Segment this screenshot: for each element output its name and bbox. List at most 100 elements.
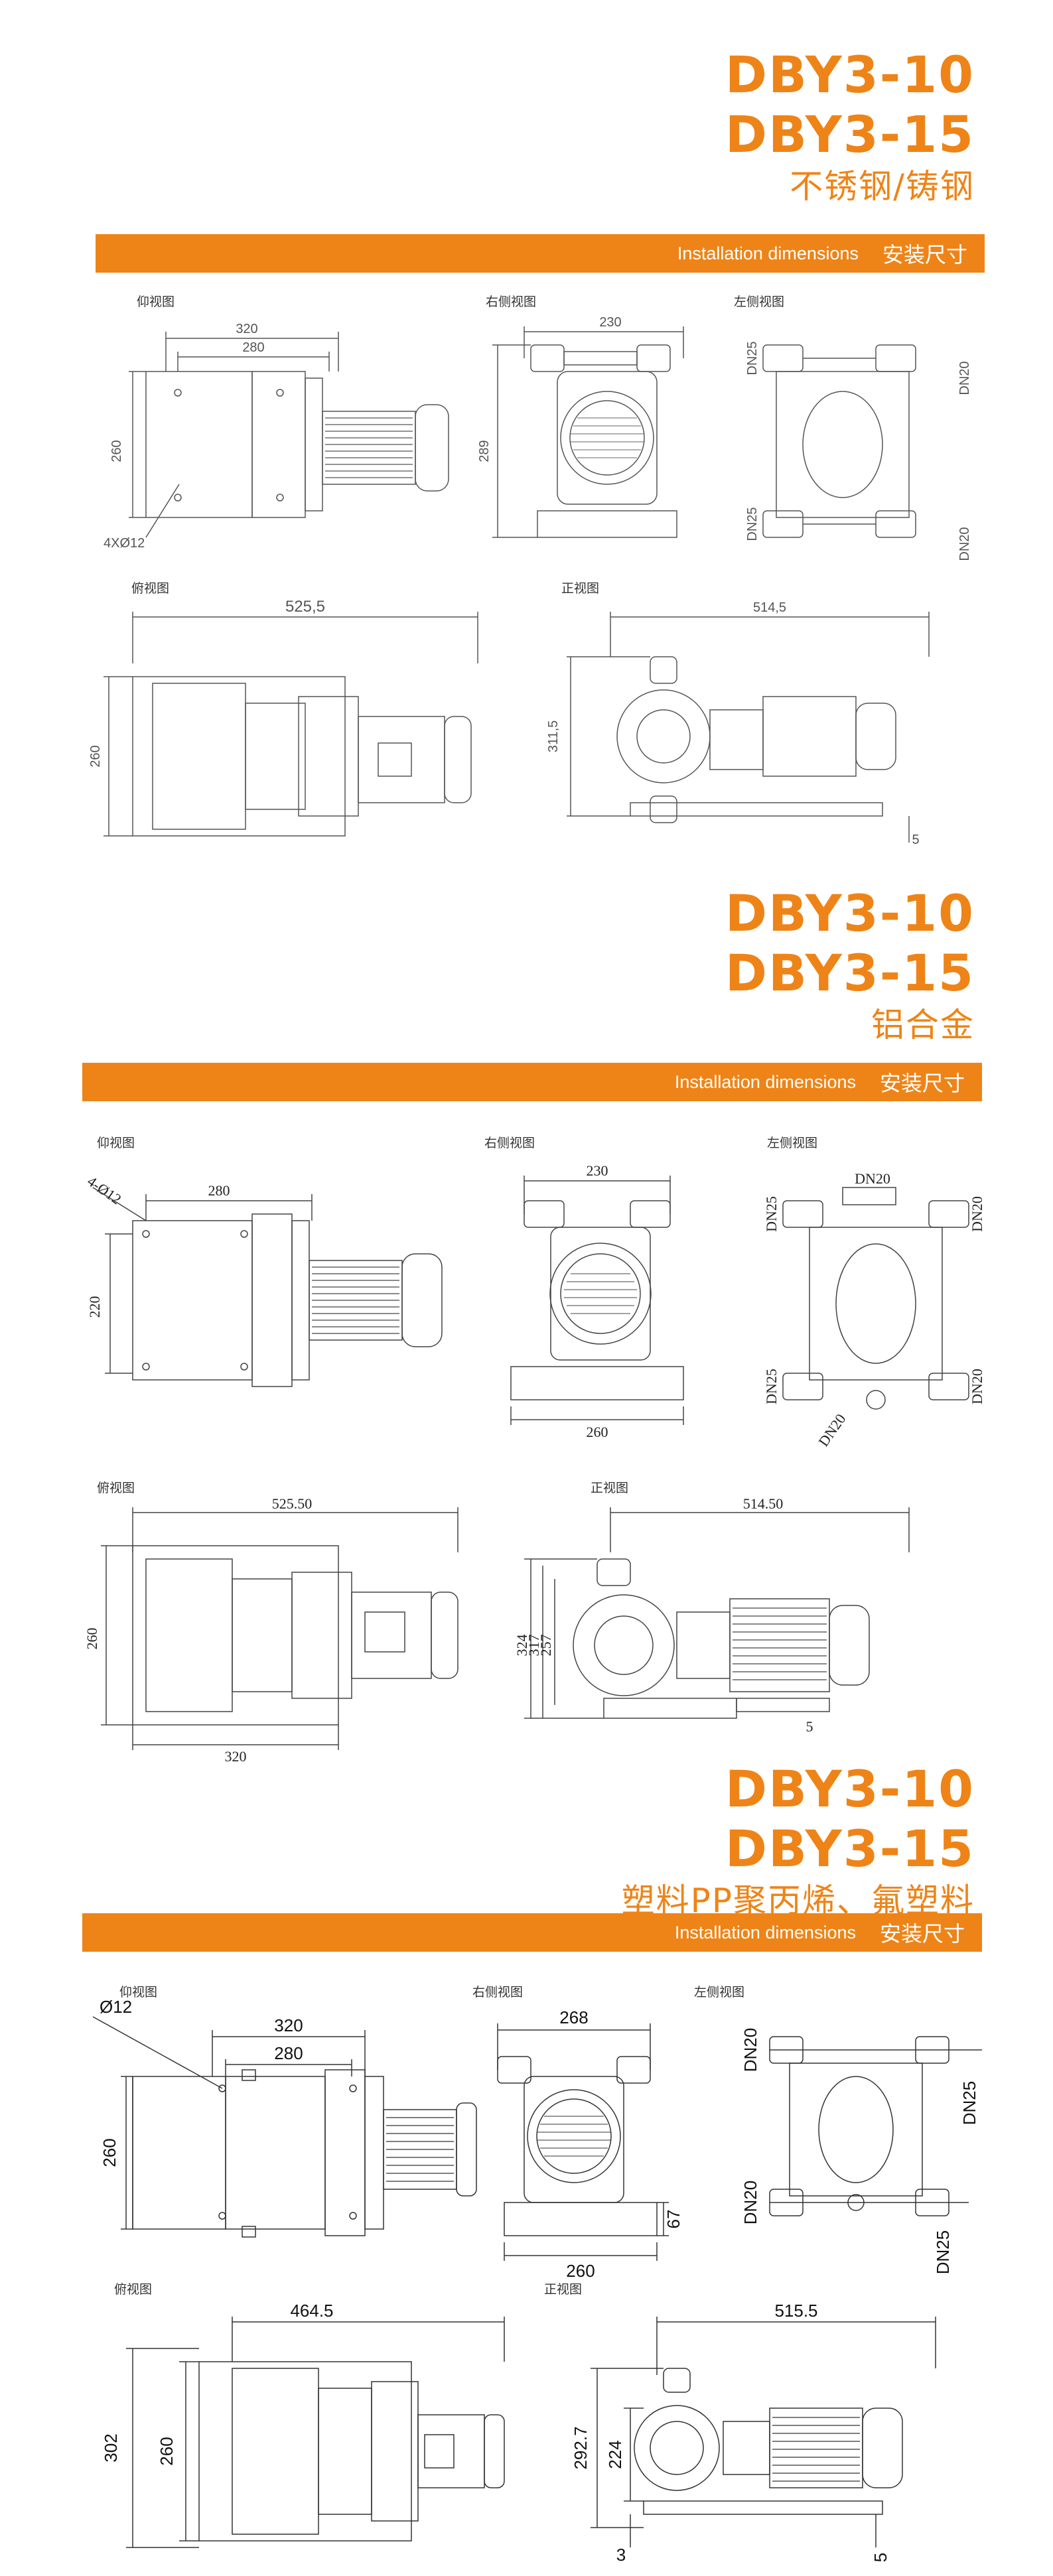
bottom-view-drawing: 320 280 260 Ø12 — [92, 1997, 477, 2238]
dim-b2: 280 — [274, 2043, 303, 2063]
bottom-view-drawing: 280 220 4-Ø12 — [84, 1173, 443, 1387]
view-label-front: 正视图 — [544, 2282, 583, 2297]
dim-t3: 320 — [225, 1748, 247, 1765]
dim-l4: DN20 — [957, 527, 972, 561]
view-label-left: 左侧视图 — [734, 295, 785, 309]
bar-label-cn: 安装尺寸 — [879, 1921, 965, 1946]
view-label-top: 俯视图 — [114, 2282, 153, 2297]
dim-t3: 260 — [157, 2437, 176, 2465]
view-label-front: 正视图 — [591, 1481, 629, 1495]
front-view-drawing: 515.5 292.7 224 3 5 — [571, 2301, 936, 2565]
dim-b3: 260 — [109, 440, 124, 462]
model-title-1: DBY3-10 — [725, 884, 975, 943]
dim-r2: 260 — [587, 1424, 608, 1440]
bottom-view-drawing: 320 280 260 4XØ12 — [104, 322, 449, 551]
top-view-drawing: 464.5 302 260 — [101, 2301, 505, 2548]
dim-t1: 525,5 — [285, 598, 325, 616]
view-label-top: 俯视图 — [131, 581, 170, 596]
view-label-right: 右侧视图 — [472, 1985, 524, 2000]
dim-l4: DN25 — [763, 1369, 780, 1404]
bar-label-cn: 安装尺寸 — [879, 1071, 965, 1096]
view-label-bottom: 仰视图 — [97, 1136, 135, 1150]
material-title: 不锈钢/铸钢 — [790, 167, 975, 206]
dim-t1: 464.5 — [290, 2301, 333, 2321]
dim-b3: 4-Ø12 — [84, 1173, 124, 1208]
dim-f3: 224 — [605, 2440, 625, 2469]
dim-t2: 302 — [101, 2433, 121, 2462]
view-label-left: 左侧视图 — [694, 1985, 745, 2000]
dim-t2: 260 — [84, 1628, 100, 1650]
dim-b1: 320 — [236, 322, 257, 336]
dim-l4: DN25 — [933, 2230, 953, 2274]
dim-f1: 514,5 — [753, 600, 786, 615]
dim-r1: 268 — [559, 2007, 588, 2027]
model-title-2: DBY3-15 — [725, 105, 975, 164]
section-titles: DBY3-10 DBY3-15 塑料PP聚丙烯、氟塑料 — [622, 1759, 975, 1923]
dimensions-bar: Installation dimensions 安装尺寸 — [82, 1913, 982, 1952]
view-label-bottom: 仰视图 — [137, 295, 175, 309]
bar-label-cn: 安装尺寸 — [882, 242, 967, 267]
dim-b2: 220 — [86, 1296, 103, 1318]
dim-b1: 280 — [208, 1182, 230, 1199]
front-view-drawing: 514.50 324 317 257 5 — [514, 1495, 910, 1735]
view-label-right: 右侧视图 — [484, 1136, 535, 1150]
dim-b4: Ø12 — [100, 1997, 132, 2017]
view-label-bottom: 仰视图 — [119, 1985, 158, 2000]
left-view-drawing: DN20 DN25 DN20 DN25 — [740, 2028, 982, 2274]
dim-l2: DN20 — [957, 361, 972, 395]
dim-l5: DN20 — [969, 1369, 985, 1404]
dim-l3: DN25 — [745, 507, 760, 541]
left-view-drawing: DN25 DN20 DN20 DN25 DN20 DN20 — [763, 1170, 985, 1450]
dim-l2: DN20 — [855, 1170, 890, 1187]
section-titles: DBY3-10 DBY3-15 不锈钢/铸钢 — [725, 45, 975, 208]
dim-r3: 67 — [664, 2210, 683, 2229]
dim-b4: 4XØ12 — [104, 536, 145, 551]
top-view-drawing: 525,5 260 — [88, 598, 478, 837]
dim-r2: 289 — [477, 440, 492, 462]
dimensions-bar: Installation dimensions 安装尺寸 — [96, 234, 985, 273]
dim-l1: DN25 — [745, 341, 760, 375]
dim-b1: 320 — [274, 2015, 303, 2035]
view-label-front: 正视图 — [561, 581, 600, 596]
model-title-2: DBY3-15 — [725, 943, 975, 1002]
dimensions-bar: Installation dimensions 安装尺寸 — [82, 1063, 982, 1101]
dim-f2: 292.7 — [571, 2426, 591, 2469]
dim-f3: 317 — [526, 1635, 542, 1657]
dim-l2: DN25 — [959, 2081, 979, 2125]
view-label-left: 左侧视图 — [767, 1136, 818, 1150]
model-title-1: DBY3-10 — [725, 45, 975, 104]
right-view-drawing: 268 260 67 — [497, 2007, 683, 2281]
view-label-top: 俯视图 — [97, 1481, 135, 1495]
model-title-1: DBY3-10 — [725, 1759, 975, 1818]
right-view-drawing: 230 289 — [477, 315, 684, 538]
model-title-2: DBY3-15 — [725, 1819, 975, 1878]
dim-f3: 5 — [912, 833, 919, 847]
dim-l3: DN20 — [969, 1196, 985, 1232]
dim-f4: 3 — [616, 2545, 626, 2565]
dim-r1: 230 — [587, 1162, 608, 1179]
dim-r2: 260 — [566, 2261, 595, 2281]
dim-l1: DN20 — [740, 2028, 760, 2072]
view-label-right: 右侧视图 — [486, 295, 537, 309]
bar-label-en: Installation dimensions — [674, 1922, 856, 1942]
dim-f4: 257 — [537, 1635, 554, 1657]
section-titles: DBY3-10 DBY3-15 铝合金 — [725, 884, 975, 1047]
top-view-drawing: 525.50 260 320 — [84, 1495, 458, 1765]
dim-f1: 514.50 — [743, 1495, 784, 1512]
dim-l6: DN20 — [815, 1411, 849, 1450]
dim-f5: 5 — [871, 2553, 890, 2562]
bar-label-en: Installation dimensions — [677, 243, 859, 263]
dim-l1: DN25 — [763, 1196, 780, 1232]
dim-f1: 515.5 — [774, 2301, 817, 2321]
dim-r1: 230 — [599, 315, 621, 330]
bar-label-en: Installation dimensions — [674, 1071, 856, 1092]
dim-f2: 324 — [514, 1635, 530, 1657]
left-view-drawing: DN25 DN20 DN25 DN20 — [745, 341, 972, 561]
material-title: 铝合金 — [871, 1006, 975, 1044]
dim-l3: DN20 — [740, 2181, 760, 2224]
dim-b2: 280 — [242, 340, 264, 355]
dim-f5: 5 — [806, 1718, 813, 1735]
right-view-drawing: 230 260 — [510, 1162, 684, 1440]
dim-f2: 311,5 — [546, 720, 561, 753]
front-view-drawing: 514,5 311,5 5 — [546, 600, 930, 847]
